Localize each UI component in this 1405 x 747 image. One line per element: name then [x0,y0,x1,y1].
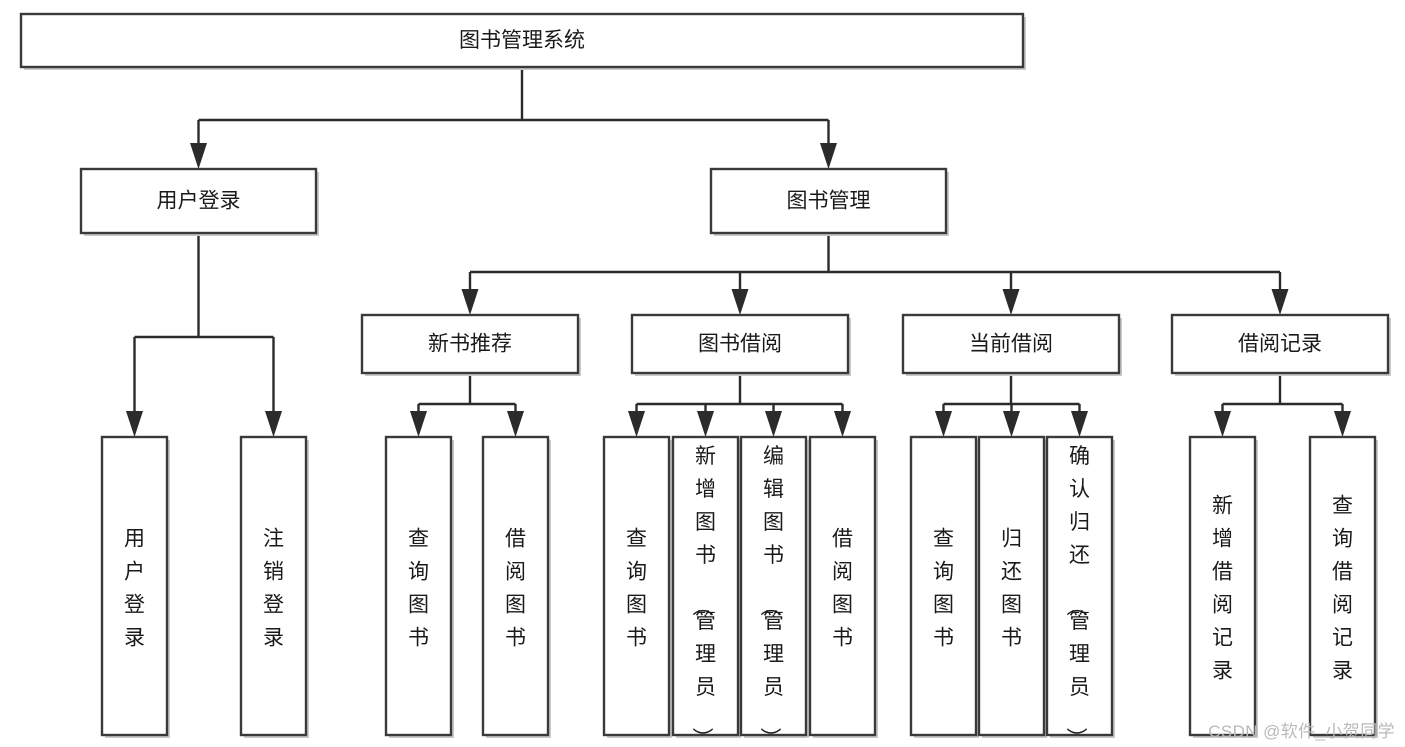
node-label: 归还图书 [1001,528,1022,650]
arrow-head-icon [1071,411,1088,437]
arrow-head-icon [507,411,524,437]
node-box[interactable] [602,435,671,737]
node-label: 借阅图书 [832,528,853,650]
node-label: 查询图书 [933,528,954,650]
node-borrow-record[interactable]: 借阅记录 [1170,313,1391,376]
node-label: 新增借阅记录 [1212,495,1233,683]
node-box[interactable] [100,435,169,737]
arrow-head-icon [820,143,837,169]
node-leaf-query-record[interactable]: 查询借阅记录 [1308,435,1378,738]
arrow-head-icon [410,411,427,437]
node-book-borrow[interactable]: 图书借阅 [630,313,851,376]
arrow-head-icon [731,289,749,315]
connector-layer [126,67,1351,437]
node-label: 当前借阅 [969,333,1053,356]
node-layer: 图书管理系统用户登录图书管理新书推荐图书借阅当前借阅借阅记录用户登录注销登录查询… [19,12,1391,747]
node-label: 新书推荐 [428,333,512,356]
node-label: 用户登录 [157,190,241,213]
arrow-head-icon [1334,411,1351,437]
node-label: 注销登录 [263,528,284,650]
arrow-head-icon [628,411,645,437]
node-label: 查询图书 [626,528,647,650]
arrow-head-icon [1271,289,1289,315]
node-box[interactable] [630,313,850,375]
arrow-head-icon [190,143,207,169]
node-leaf-return-book[interactable]: 归还图书 [977,435,1047,738]
node-box[interactable] [709,167,948,235]
node-new-book-recommend[interactable]: 新书推荐 [360,313,581,376]
node-box[interactable] [671,435,740,737]
node-label: 查询图书 [408,528,429,650]
node-label: 用户登录 [124,528,145,650]
node-box[interactable] [19,12,1025,69]
node-box[interactable] [384,435,453,737]
node-leaf-borrow-book-2[interactable]: 借阅图书 [808,435,878,738]
node-leaf-borrow-book-1[interactable]: 借阅图书 [481,435,551,738]
arrow-head-icon [1002,289,1020,315]
edge-group-book-borrow [628,373,851,437]
arrow-head-icon [461,289,479,315]
arrow-head-icon [265,411,282,437]
node-leaf-query-book-2[interactable]: 查询图书 [602,435,672,738]
node-current-borrow[interactable]: 当前借阅 [901,313,1122,376]
node-box[interactable] [808,435,877,737]
node-label: 查询借阅记录 [1332,495,1353,683]
edge-group-new-book-recommend [410,373,524,437]
node-box[interactable] [79,167,318,235]
node-box[interactable] [239,435,308,737]
arrow-head-icon [697,411,714,437]
node-box[interactable] [1045,435,1114,737]
node-box[interactable] [1308,435,1377,737]
edge-group-current-borrow [935,373,1088,437]
node-box[interactable] [1188,435,1257,737]
node-label: 图书管理系统 [459,29,585,52]
edge-group-user-login [126,233,282,437]
node-leaf-confirm-return[interactable]: 确认归还（管理员） [1045,435,1115,747]
edge-group-root [190,67,837,169]
node-label: 图书管理 [787,190,871,213]
node-label: 借阅记录 [1238,333,1322,356]
node-leaf-add-record[interactable]: 新增借阅记录 [1188,435,1258,738]
node-box[interactable] [977,435,1046,737]
edge-group-book-manage [461,233,1289,315]
arrow-head-icon [765,411,782,437]
node-box[interactable] [481,435,550,737]
node-user-login[interactable]: 用户登录 [79,167,319,236]
node-label: 借阅图书 [505,528,526,650]
node-label: 确认归还（管理员） [1064,445,1090,747]
node-book-manage[interactable]: 图书管理 [709,167,949,236]
node-box[interactable] [1170,313,1390,375]
arrow-head-icon [126,411,143,437]
node-leaf-query-book-1[interactable]: 查询图书 [384,435,454,738]
node-label: 编辑图书（管理员） [758,445,784,747]
edge-group-borrow-record [1214,373,1351,437]
node-leaf-user-login[interactable]: 用户登录 [100,435,170,738]
node-leaf-edit-book[interactable]: 编辑图书（管理员） [739,435,809,747]
node-leaf-query-book-3[interactable]: 查询图书 [909,435,979,738]
arrow-head-icon [834,411,851,437]
node-root[interactable]: 图书管理系统 [19,12,1026,70]
node-leaf-add-book[interactable]: 新增图书（管理员） [671,435,741,747]
node-leaf-user-logout[interactable]: 注销登录 [239,435,309,738]
node-box[interactable] [909,435,978,737]
node-label: 图书借阅 [698,333,782,356]
node-box[interactable] [360,313,580,375]
node-box[interactable] [901,313,1121,375]
node-box[interactable] [739,435,808,737]
arrow-head-icon [1003,411,1020,437]
node-label: 新增图书（管理员） [690,445,716,747]
arrow-head-icon [935,411,952,437]
arrow-head-icon [1214,411,1231,437]
